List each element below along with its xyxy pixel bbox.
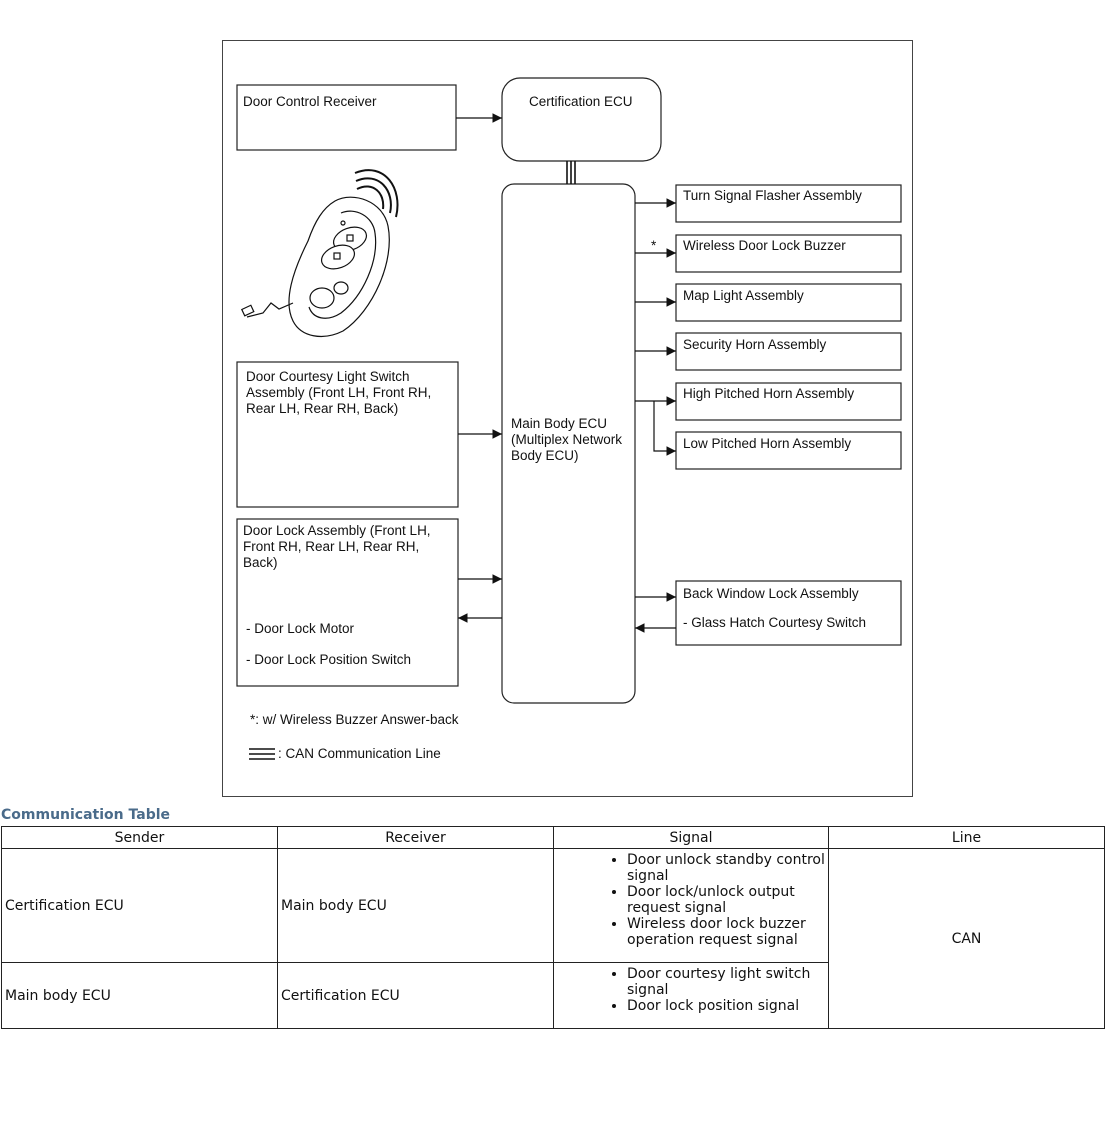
key-fob-icon [242,197,390,336]
back-window-lock-label: Back Window Lock Assembly [683,586,859,602]
asterisk-mark: * [651,238,656,254]
signal-cell: Door courtesy light switch signal Door l… [554,963,829,1029]
door-lock-assembly-label: Door Lock Assembly (Front LH, Front RH, … [243,523,431,571]
signal-item: Door lock/unlock output request signal [627,884,828,916]
signal-item: Door lock position signal [627,998,828,1014]
sender-cell: Certification ECU [2,849,278,963]
receiver-cell: Certification ECU [278,963,554,1029]
low-horn-label: Low Pitched Horn Assembly [683,436,851,452]
turn-signal-label: Turn Signal Flasher Assembly [683,188,862,204]
map-light-label: Map Light Assembly [683,288,804,304]
signal-item: Wireless door lock buzzer operation requ… [627,916,828,948]
signal-item: Door courtesy light switch signal [627,966,828,998]
line-cell: CAN [829,849,1105,1029]
table-row: Certification ECU Main body ECU Door unl… [2,849,1105,963]
communication-table: Sender Receiver Signal Line Certificatio… [1,826,1105,1029]
legend-can-line: : CAN Communication Line [278,746,441,762]
signal-list: Door courtesy light switch signal Door l… [557,966,828,1014]
signal-cell: Door unlock standby control signal Door … [554,849,829,963]
signal-list: Door unlock standby control signal Door … [557,852,828,948]
door-lock-position-switch-label: - Door Lock Position Switch [246,652,411,668]
door-courtesy-switch-label: Door Courtesy Light Switch Assembly (Fro… [246,369,431,417]
main-body-ecu-label: Main Body ECU (Multiplex Network Body EC… [511,416,622,464]
system-diagram: Door Control Receiver Certification ECU … [222,40,913,797]
sender-cell: Main body ECU [2,963,278,1029]
certification-ecu-box [502,78,661,161]
certification-ecu-label: Certification ECU [529,94,633,110]
door-control-receiver-label: Door Control Receiver [243,94,377,110]
receiver-cell: Main body ECU [278,849,554,963]
header-sender: Sender [2,827,278,849]
door-lock-motor-label: - Door Lock Motor [246,621,354,637]
legend-can-symbol [249,749,275,759]
legend-asterisk-note: *: w/ Wireless Buzzer Answer-back [250,712,459,728]
header-line: Line [829,827,1105,849]
signal-item: Door unlock standby control signal [627,852,828,884]
high-horn-label: High Pitched Horn Assembly [683,386,854,402]
can-line [567,161,575,184]
communication-table-title: Communication Table [1,807,170,823]
arrow-main-to-low [654,401,676,451]
wireless-buzzer-label: Wireless Door Lock Buzzer [683,238,846,254]
header-receiver: Receiver [278,827,554,849]
header-signal: Signal [554,827,829,849]
table-header-row: Sender Receiver Signal Line [2,827,1105,849]
glass-hatch-switch-label: - Glass Hatch Courtesy Switch [683,615,866,631]
security-horn-label: Security Horn Assembly [683,337,826,353]
